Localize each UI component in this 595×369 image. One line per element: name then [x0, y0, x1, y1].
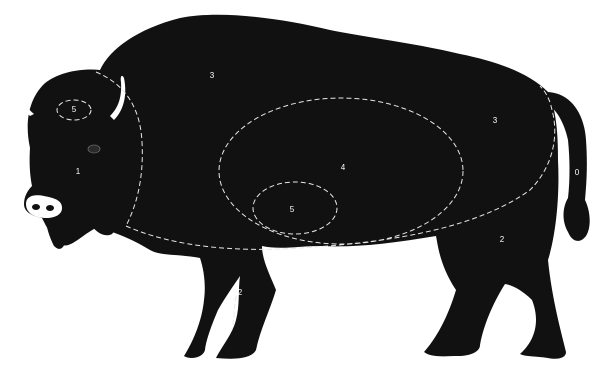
zone-label-body: 3 — [493, 116, 498, 125]
zone-label-tail: 0 — [575, 168, 580, 177]
nostril-right — [46, 205, 54, 211]
zone-label-vitals: 4 — [341, 163, 346, 172]
zone-label-brain: 5 — [72, 105, 77, 114]
zone-label-hump: 3 — [210, 71, 215, 80]
zone-label-head: 1 — [76, 167, 81, 176]
eye — [88, 145, 100, 153]
nostril-left — [32, 204, 40, 210]
zone-label-foreleg: 2 — [238, 288, 243, 297]
copyright-text: © Phil Morgan 2001 — [299, 302, 361, 311]
zone-label-heart: 5 — [290, 205, 295, 214]
zone-label-hindquarter: 2 — [500, 235, 505, 244]
